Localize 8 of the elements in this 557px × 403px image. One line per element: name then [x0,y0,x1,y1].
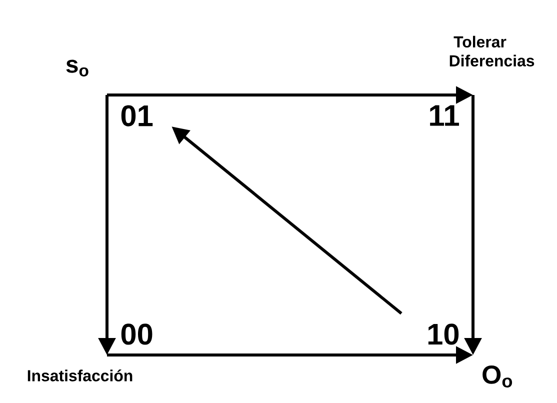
state-label: 01 [121,105,153,126]
state-label: 10 [428,324,459,345]
state-label: 00 [121,324,152,345]
state-label: 11 [430,105,459,126]
corner-label: s$_{o}$ [66,60,88,76]
corner-label: Tolerar Diferencias [450,36,534,66]
corner-label: Insatisfacción [28,370,132,382]
corner-label: O$_{o}$ [482,366,512,388]
